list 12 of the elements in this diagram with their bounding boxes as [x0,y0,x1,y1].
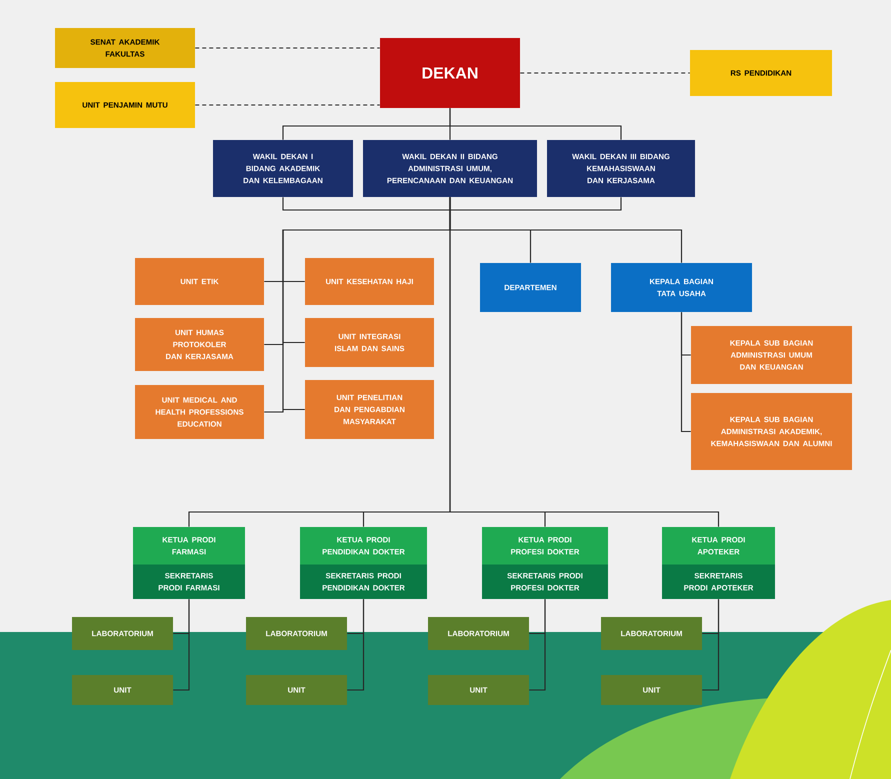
connector [282,197,622,211]
connector [449,197,720,527]
connector [195,47,380,49]
connector [680,312,691,432]
connector [520,72,690,74]
connector [347,599,364,691]
connector [449,108,622,140]
connector [529,599,546,691]
connector [702,599,720,691]
head-box: DEKAN [380,38,520,108]
connector [173,599,190,691]
connector [195,104,380,106]
